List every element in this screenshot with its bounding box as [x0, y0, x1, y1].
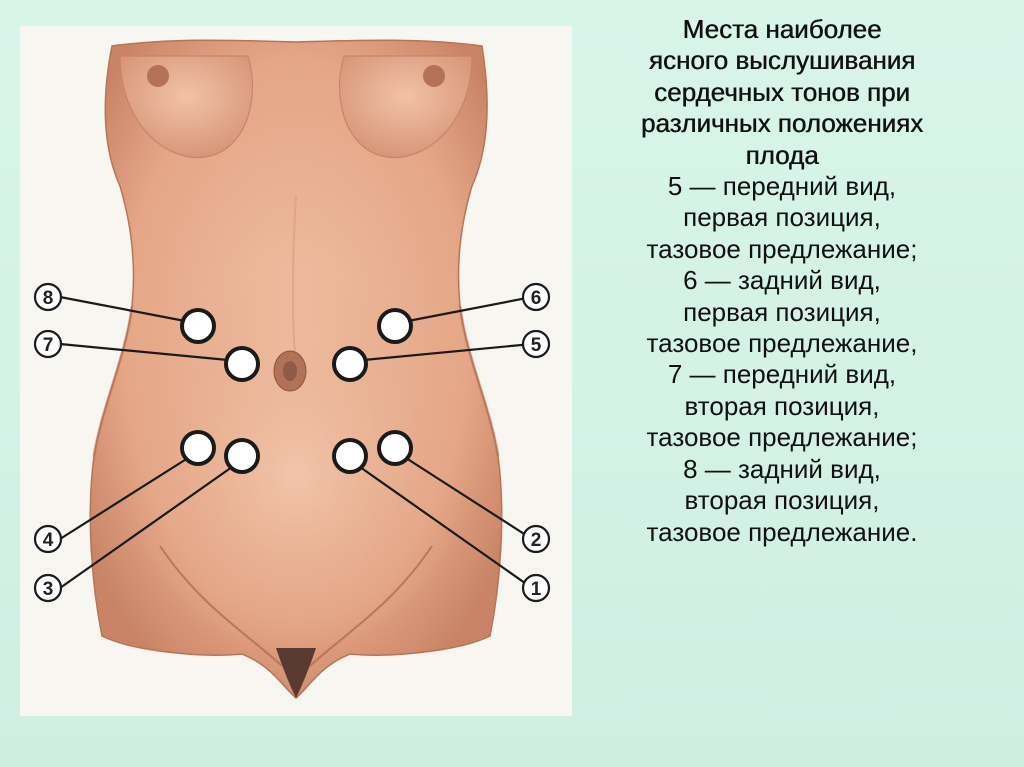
- right-groin-line: [309, 545, 433, 667]
- marker-3: 3: [33, 573, 63, 603]
- caption-body-line: 6 — задний вид,: [683, 265, 881, 296]
- svg-text:7: 7: [43, 335, 54, 356]
- svg-text:3: 3: [43, 579, 54, 600]
- left-groin-line: [159, 545, 283, 667]
- marker-5: 5: [521, 329, 551, 359]
- point-5: [332, 346, 368, 382]
- point-3: [224, 438, 260, 474]
- figure-panel: 8 7 4 3 6 5 2: [20, 26, 572, 716]
- svg-text:8: 8: [43, 288, 54, 309]
- caption-title-line: сердечных тонов при: [654, 76, 910, 107]
- caption-body-line: первая позиция,: [683, 202, 881, 233]
- caption-title-line: ясного выслушивания: [648, 45, 916, 76]
- caption-body: 5 — передний вид, первая позиция, тазово…: [582, 171, 982, 548]
- svg-text:1: 1: [531, 579, 542, 600]
- caption-title: Места наиболее ясного выслушивания серде…: [582, 14, 982, 171]
- right-nipple: [423, 65, 445, 87]
- left-nipple: [147, 65, 169, 87]
- svg-text:4: 4: [43, 530, 54, 551]
- caption-title-line: различных положениях: [640, 108, 924, 139]
- caption-title-line: Места наиболее: [682, 14, 882, 44]
- caption-body-line: тазовое предлежание,: [646, 328, 918, 359]
- caption-body-line: тазовое предлежание;: [646, 233, 918, 264]
- point-8: [180, 308, 216, 344]
- caption-body-line: тазовое предлежание.: [646, 516, 918, 547]
- marker-1: 1: [521, 573, 551, 603]
- leader-lines: [59, 295, 533, 589]
- linea-shading: [292, 195, 297, 367]
- caption-title-line: плода: [745, 139, 819, 170]
- point-6: [377, 308, 413, 344]
- marker-4: 4: [33, 524, 63, 554]
- point-7: [224, 346, 260, 382]
- caption-body-line: 8 — задний вид,: [683, 453, 881, 484]
- caption-body-line: 7 — передний вид,: [667, 359, 897, 390]
- torso-diagram: 8 7 4 3 6 5 2: [33, 39, 551, 699]
- svg-text:5: 5: [531, 335, 542, 356]
- pubic-area: [276, 648, 316, 698]
- marker-6: 6: [521, 282, 551, 312]
- point-4: [180, 430, 216, 466]
- caption-body-line: 5 — передний вид,: [667, 171, 897, 202]
- caption-body-line: вторая позиция,: [684, 390, 880, 421]
- belly-highlight: [126, 266, 466, 646]
- caption-body-line: тазовое предлежание;: [646, 422, 918, 453]
- point-2: [377, 430, 413, 466]
- svg-text:6: 6: [531, 288, 542, 309]
- auscultation-points: [180, 308, 413, 474]
- caption-body-line: вторая позиция,: [684, 485, 880, 516]
- marker-8: 8: [33, 282, 63, 312]
- marker-7: 7: [33, 329, 63, 359]
- caption-text: Места наиболее ясного выслушивания серде…: [582, 14, 982, 548]
- caption-body-line: первая позиция,: [683, 296, 881, 327]
- point-1: [332, 438, 368, 474]
- svg-text:2: 2: [531, 530, 542, 551]
- marker-2: 2: [521, 524, 551, 554]
